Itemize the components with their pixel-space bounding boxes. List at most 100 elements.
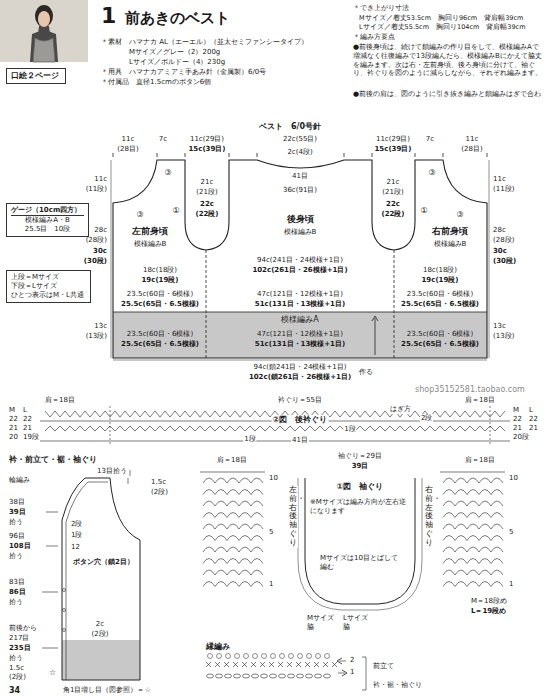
diagram-label: 右前・左後袖ぐり xyxy=(424,486,434,548)
diagram-label: 11c xyxy=(465,135,480,144)
chain-stitch xyxy=(261,674,268,678)
diagram-label: 15c(39目) xyxy=(373,145,412,154)
stitch-mark xyxy=(307,654,312,659)
stitch-mark xyxy=(289,654,294,659)
diagram-label: 22c xyxy=(385,200,401,209)
diagram-label: 11c xyxy=(492,175,507,184)
diagram-label: ③ xyxy=(427,168,436,178)
diagram-label: 5 xyxy=(268,528,274,537)
diagram-label: (22段) xyxy=(380,210,405,219)
diagram-label: 25.5c(65目・6.5模様) xyxy=(120,300,200,309)
dim-line xyxy=(113,360,487,361)
front-band xyxy=(66,482,108,680)
diagram-label: 13目拾う xyxy=(96,467,128,476)
armhole-curve xyxy=(298,478,422,610)
box-text: 模様編みA・B xyxy=(11,216,84,225)
diagram-label: 30c xyxy=(492,247,508,256)
diagram-label: ベスト 6/0号針 xyxy=(258,122,322,132)
diagram-label: 217目 xyxy=(8,634,30,643)
diagram-label: 18c(18段) xyxy=(422,266,458,275)
diagram-label: 96目 xyxy=(8,532,26,541)
diagram-label: 肩＝18目 xyxy=(44,396,76,405)
diagram-label: 36c(91目) xyxy=(282,186,318,195)
diagram-label: 11c(29目) xyxy=(189,135,225,144)
diagram-label: L xyxy=(528,406,534,415)
diagram-label: shop35152581.taobao.com xyxy=(414,385,526,395)
diagram-label: ③ xyxy=(455,210,464,220)
diagram-label: 22 xyxy=(8,415,19,424)
box-text: ゲージ（10cm四方） xyxy=(11,206,84,216)
diagram-label: 23.5c(60目・6模様) xyxy=(126,290,194,299)
diagram-label: 20段 xyxy=(512,433,530,442)
diagram-label: (30段) xyxy=(492,257,517,266)
buttonhole xyxy=(63,629,66,632)
diagram-label: 23.5c(60目・6模様) xyxy=(406,290,474,299)
diagram-label: ボタン穴（鎖2目） xyxy=(72,558,138,567)
diagram-label: 肩＝18目 xyxy=(464,396,496,405)
diagram-label: ＊でき上がり寸法 xyxy=(352,4,410,13)
bracket xyxy=(362,657,366,690)
band-line xyxy=(113,312,487,313)
diagram-label: 縁編み xyxy=(205,642,231,652)
diagram-label: 108目 xyxy=(8,542,32,551)
chain-stitch xyxy=(297,674,304,678)
face xyxy=(38,11,50,27)
diagram-label: 12 xyxy=(70,543,81,552)
diagram-label: Mサイズ脇 xyxy=(306,614,338,632)
diagram-label: 10 xyxy=(268,474,279,483)
diagram-label: 拾う xyxy=(8,598,24,607)
diagram-label: ③ xyxy=(163,168,172,178)
chain-stitch xyxy=(279,674,286,678)
info-box: 上段＝Mサイズ下段＝Lサイズひとつ表示はM・L共通 xyxy=(6,270,91,303)
diagram-label: ① xyxy=(419,206,428,216)
diagram-label: 22c(55目) xyxy=(282,135,318,144)
box-text: 上段＝Mサイズ xyxy=(11,273,86,282)
dim-line xyxy=(111,160,489,358)
leader-line xyxy=(128,470,130,484)
diagram-label: 模様編みB xyxy=(133,240,168,249)
diagram-label: Mサイズは10目とばして編む xyxy=(319,554,401,572)
buttonhole xyxy=(63,589,66,592)
diagram-label: (2段) xyxy=(150,488,169,497)
diagram-label: 衿・裾・袖ぐり xyxy=(372,681,423,690)
diagram-label: 1.5c xyxy=(8,664,25,673)
diagram-label: 39目 xyxy=(8,508,27,517)
diagram-label: 235目 xyxy=(8,644,32,653)
diagram-label: 47c(121目・12模様+1目) xyxy=(256,290,344,299)
diagram-label: 輪編み xyxy=(8,476,31,485)
diagram-label: 2c xyxy=(95,620,105,629)
diagram-label: 28c xyxy=(492,226,507,235)
rib-band xyxy=(113,312,487,358)
diagram-label: Lサイズ脇 xyxy=(342,614,374,632)
chain-stitch xyxy=(225,674,232,678)
diagram-label: 47c(121目・12模様+1目) xyxy=(256,330,344,339)
diagram-label: ☆ xyxy=(48,668,57,678)
diagram-label: 2 xyxy=(349,656,355,665)
diagram-label: 30c xyxy=(92,247,108,256)
stitch-mark xyxy=(316,654,321,659)
diagram-label: ●前後の肩は、図のように引き抜き編みと鎖編みはぎで合わ xyxy=(352,90,544,99)
box-text: 下段＝Lサイズ xyxy=(11,282,86,291)
stitch-mark xyxy=(244,654,249,659)
diagram-label: 83目 xyxy=(8,578,26,587)
diagram-label: ＊素材 ハマナカ AL（エーエル）（並太セミファンシータイプ） xyxy=(100,38,309,47)
diagram-label: 11c xyxy=(93,175,108,184)
hair xyxy=(35,5,53,27)
chain-stitch xyxy=(234,674,241,678)
row-arrow xyxy=(338,673,345,674)
diagram-label: 衿ぐり＝55目 xyxy=(277,396,323,405)
diagram-label: 模様編みB xyxy=(433,240,468,249)
diagram-label: 10 xyxy=(508,474,519,483)
diagram-label: 19段 xyxy=(22,433,40,442)
diagram-label: (2段) xyxy=(8,673,27,682)
diagram-label: ●前後身頃は、続けて鎖編みの作り目をして、模様編みAで増減なく往復編みで13段編… xyxy=(352,43,544,78)
rib-band xyxy=(62,640,140,680)
diagram-label: 拾う xyxy=(8,552,24,561)
stitch-mark xyxy=(208,654,213,659)
chain-stitch xyxy=(315,674,322,678)
row-arrow xyxy=(339,661,346,662)
diagram-label: 1段 xyxy=(70,531,83,540)
diagram-label: (13段) xyxy=(492,332,515,341)
stitch-mark xyxy=(280,654,285,659)
